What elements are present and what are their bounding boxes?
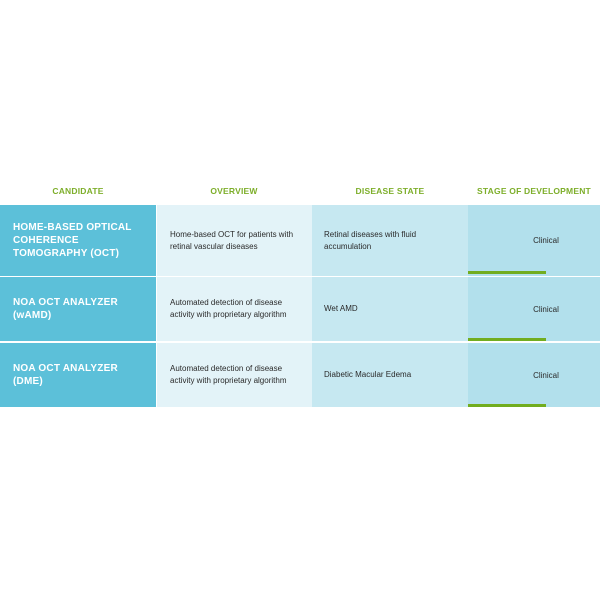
candidate-cell: NOA OCT ANALYZER (DME) [0,343,156,407]
header-overview: OVERVIEW [210,186,258,196]
disease-state-cell: Wet AMD [312,277,468,341]
stage-cell: Clinical [468,343,600,407]
stage-progress-bar [468,338,600,341]
stage-progress-fill [468,271,546,274]
table-row: NOA OCT ANALYZER (wAMD) Automated detect… [0,277,600,341]
overview-cell: Automated detection of disease activity … [157,343,312,407]
stage-cell: Clinical [468,277,600,341]
disease-state-cell: Diabetic Macular Edema [312,343,468,407]
candidate-cell: HOME-BASED OPTICAL COHERENCE TOMOGRAPHY … [0,205,156,276]
header-candidate: CANDIDATE [52,186,104,196]
candidate-cell: NOA OCT ANALYZER (wAMD) [0,277,156,341]
disease-state-cell: Retinal diseases with fluid accumulation [312,205,468,276]
overview-cell: Home-based OCT for patients with retinal… [157,205,312,276]
header-disease-state: DISEASE STATE [355,186,425,196]
overview-cell: Automated detection of disease activity … [157,277,312,341]
pipeline-table: CANDIDATE OVERVIEW DISEASE STATE STAGE O… [0,178,600,407]
stage-progress-fill [468,404,546,407]
table-row: NOA OCT ANALYZER (DME) Automated detecti… [0,343,600,407]
header-stage-of-development: STAGE OF DEVELOPMENT [477,186,591,196]
stage-progress-fill [468,338,546,341]
table-header-row: CANDIDATE OVERVIEW DISEASE STATE STAGE O… [0,178,600,204]
table-row: HOME-BASED OPTICAL COHERENCE TOMOGRAPHY … [0,205,600,276]
stage-progress-bar [468,271,600,274]
stage-progress-bar [468,404,600,407]
stage-cell: Clinical [468,205,600,276]
